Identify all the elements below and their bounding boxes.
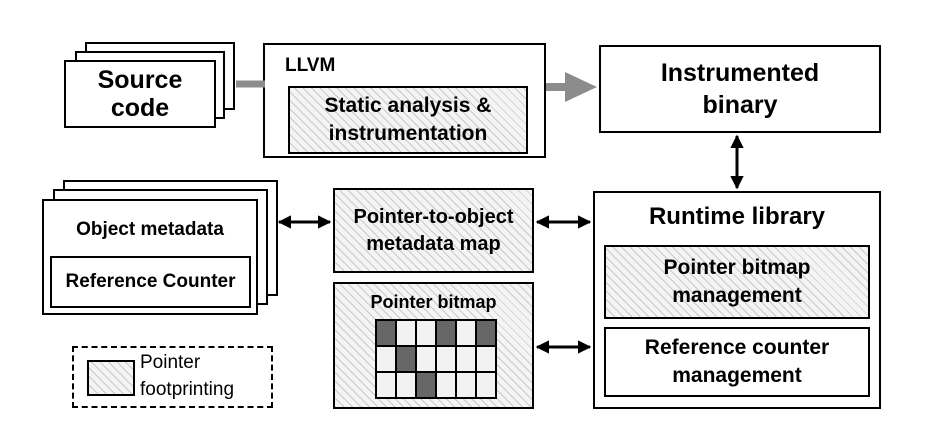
reference-counter-management-line1: Reference counter xyxy=(644,336,830,359)
runtime-library-title: Runtime library xyxy=(648,203,826,230)
bitmap-cell xyxy=(456,320,476,346)
pointer-bitmap-title: Pointer bitmap xyxy=(370,292,497,312)
bitmap-cell xyxy=(376,372,396,398)
bitmap-cell xyxy=(416,320,436,346)
legend-line2: footprinting xyxy=(140,379,235,400)
pointer-bitmap-management-box: Pointer bitmap management xyxy=(604,245,870,319)
bitmap-cell xyxy=(396,320,416,346)
static-analysis-box: Static analysis & instrumentation xyxy=(288,86,528,154)
static-analysis-line1: Static analysis & xyxy=(324,94,492,117)
object-metadata-box: Object metadata Reference Counter xyxy=(42,199,258,315)
reference-counter-box: Reference Counter xyxy=(50,256,251,308)
legend-swatch xyxy=(87,360,135,396)
pointer-map-line1: Pointer-to-object xyxy=(353,205,514,228)
arrow-llvm-to-binary-head xyxy=(565,72,597,102)
legend: Pointer footprinting xyxy=(72,346,273,408)
bitmap-cell xyxy=(436,346,456,372)
instrumented-binary-line1: Instrumented xyxy=(660,59,820,87)
source-code-box: Source code xyxy=(64,60,216,128)
bitmap-cell xyxy=(476,320,496,346)
pointer-bitmap-grid xyxy=(375,319,497,399)
bitmap-cell xyxy=(436,320,456,346)
runtime-library-box: Runtime library Pointer bitmap managemen… xyxy=(593,191,881,409)
bitmap-cell xyxy=(416,372,436,398)
bitmap-cell xyxy=(476,372,496,398)
reference-counter-management-box: Reference counter management xyxy=(604,327,870,397)
llvm-title: LLVM xyxy=(285,55,336,76)
bitmap-cell xyxy=(456,346,476,372)
bitmap-cell xyxy=(436,372,456,398)
legend-line1: Pointer xyxy=(140,352,201,373)
instrumented-binary-line2: binary xyxy=(702,91,778,119)
reference-counter-management-line2: management xyxy=(672,364,802,387)
bitmap-cell xyxy=(376,346,396,372)
bitmap-cell xyxy=(396,372,416,398)
source-code-label-line1: Source xyxy=(97,66,183,94)
object-metadata-title: Object metadata xyxy=(76,219,224,240)
llvm-box: LLVM Static analysis & instrumentation xyxy=(263,43,546,158)
pointer-bitmap-box: Pointer bitmap xyxy=(333,282,534,409)
bitmap-cell xyxy=(456,372,476,398)
bitmap-cell xyxy=(396,346,416,372)
source-code-label-line2: code xyxy=(110,94,170,122)
reference-counter-label: Reference Counter xyxy=(65,271,236,292)
static-analysis-line2: instrumentation xyxy=(328,122,488,145)
pointer-bitmap-management-line1: Pointer bitmap xyxy=(663,256,811,279)
bitmap-cell xyxy=(416,346,436,372)
bitmap-cell xyxy=(476,346,496,372)
pointer-map-line2: metadata map xyxy=(366,232,501,255)
bitmap-cell xyxy=(376,320,396,346)
instrumented-binary-box: Instrumented binary xyxy=(599,45,881,133)
pointer-map-box: Pointer-to-object metadata map xyxy=(333,188,534,273)
pointer-bitmap-management-line2: management xyxy=(672,284,802,307)
